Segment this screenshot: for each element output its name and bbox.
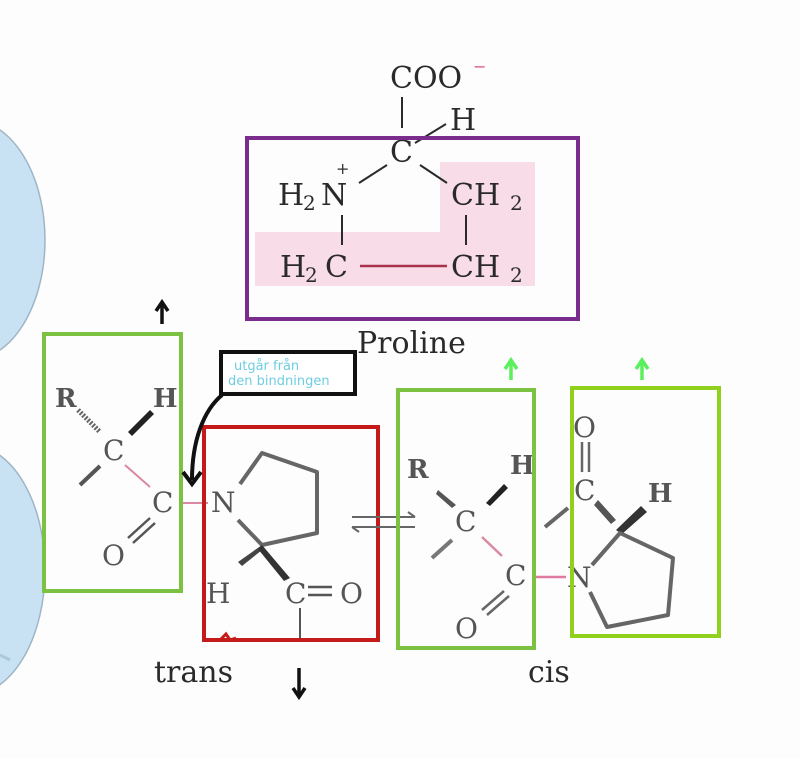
- annotation-line-1: utgår från: [234, 359, 299, 374]
- annotation-box: [219, 350, 357, 396]
- carbonyl-o-label: O: [102, 539, 125, 572]
- ch2-label: CH: [451, 250, 500, 285]
- r-label: R: [55, 384, 77, 414]
- carbonyl-o-label: O: [455, 612, 478, 645]
- double-bond: [481, 590, 505, 611]
- highlight-region: [440, 162, 535, 237]
- co-c-label: C: [285, 577, 306, 610]
- cis-structure: R H C C O N O C H: [407, 411, 675, 645]
- wedge-bond: [128, 410, 154, 436]
- bond: [430, 538, 454, 560]
- cis-residue-box: [396, 388, 536, 650]
- ring-o-label: O: [573, 411, 596, 444]
- pyrrolidine-ring: [588, 531, 675, 629]
- proline-ring-box: [245, 136, 580, 321]
- trans-label: trans: [154, 655, 233, 690]
- carbonyl-c-label: C: [152, 486, 173, 519]
- green-up-arrow-icon: [634, 356, 650, 380]
- bond: [414, 123, 447, 144]
- ch2-label: CH: [451, 178, 500, 213]
- bond: [543, 506, 570, 529]
- background-mark: [0, 653, 11, 662]
- hashed-bond: [76, 408, 102, 434]
- h-label: H: [510, 451, 535, 481]
- alpha-c-label: C: [390, 135, 413, 170]
- bond-highlighted: [481, 536, 503, 557]
- bond: [358, 164, 388, 184]
- background-circle-top: [0, 129, 46, 351]
- charge-plus: +: [336, 159, 349, 178]
- ink-mark: [218, 631, 237, 642]
- h2c-h-label: H: [280, 250, 306, 285]
- ring-c-label: C: [574, 474, 595, 507]
- trans-residue-box: [42, 332, 183, 593]
- arrow-head-icon: [181, 470, 203, 488]
- equilibrium-arrow-icon: [351, 511, 416, 533]
- amine-n-label: N: [321, 178, 347, 213]
- amine-h-label: H: [278, 178, 304, 213]
- charge-minus: −: [473, 57, 486, 76]
- ring-h-label: H: [648, 479, 673, 509]
- highlight-region: [255, 232, 535, 286]
- ring-h-label: H: [206, 577, 230, 610]
- cis-label: cis: [528, 655, 570, 690]
- wedge-bond: [486, 484, 508, 506]
- trans-structure: R H C C O N H C O: [55, 384, 363, 640]
- bond: [419, 164, 448, 184]
- carboxylate-label: COO: [390, 61, 462, 96]
- h2c-c-label: C: [325, 250, 348, 285]
- subscript: 2: [510, 191, 523, 215]
- co-o-label: O: [340, 577, 363, 610]
- annotation-line-2: den bindningen: [228, 374, 330, 389]
- cis-proline-box: [570, 386, 721, 638]
- proline-structure: COO − H C H 2 N + CH 2 H 2 C CH 2: [255, 57, 535, 287]
- carbonyl-c-label: C: [505, 559, 526, 592]
- green-up-arrow-icon: [503, 356, 519, 380]
- bond: [78, 464, 102, 487]
- n-label: N: [211, 486, 236, 519]
- r-label: R: [407, 455, 429, 485]
- alpha-h-label: H: [450, 103, 476, 138]
- trans-proline-box: [202, 425, 380, 642]
- h-label: H: [153, 384, 178, 414]
- wedge-bond: [616, 506, 647, 534]
- wedge-bond: [238, 545, 262, 566]
- annotation-arrow: [190, 393, 224, 481]
- pyrrolidine-ring: [236, 451, 319, 547]
- up-arrow-icon: [154, 298, 170, 324]
- alpha-c-label: C: [455, 505, 476, 538]
- alpha-c-label: C: [103, 434, 124, 467]
- subscript: 2: [303, 191, 316, 215]
- down-arrow-icon: [291, 668, 307, 701]
- proline-name: Proline: [357, 326, 466, 361]
- hashed-bond: [436, 490, 456, 508]
- double-bond: [127, 517, 151, 539]
- subscript: 2: [305, 263, 318, 287]
- bond-highlighted: [124, 464, 151, 488]
- double-bond: [486, 595, 510, 616]
- wedge-bond: [594, 500, 616, 524]
- subscript: 2: [510, 263, 523, 287]
- double-bond: [132, 522, 156, 544]
- wedge-bond: [258, 545, 290, 581]
